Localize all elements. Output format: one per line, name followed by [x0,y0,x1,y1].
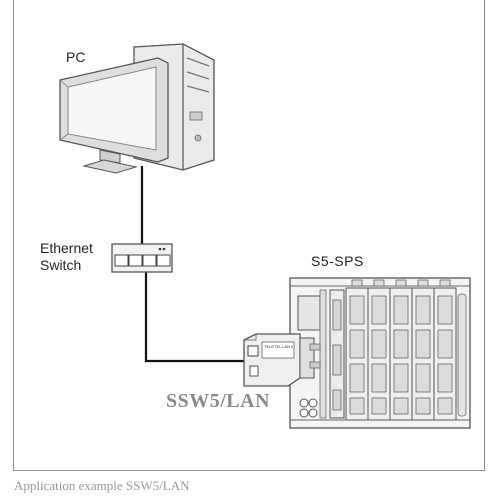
pc-label: PC [66,49,86,65]
plc-label: S5-SPS [311,253,364,269]
cable-switch-to-adapter [144,271,244,363]
pc-screen [67,66,157,151]
adapter-module-icon: TELETEL LAN II [243,333,321,387]
diagram-frame [13,0,485,471]
ethernet-switch-label: Ethernet Switch [40,240,120,274]
figure-caption: Application example SSW5/LAN [14,478,190,493]
ethernet-switch-label-line2: Switch [40,257,82,273]
plc-rack-icon [289,277,471,429]
ethernet-switch-icon [111,243,173,273]
adapter-label: SSW5/LAN [166,390,271,412]
ethernet-switch-label-line1: Ethernet [40,240,93,256]
adapter-sticker: TELETEL LAN II [264,344,293,349]
cables [140,166,244,363]
desktop-computer-icon [59,43,215,174]
